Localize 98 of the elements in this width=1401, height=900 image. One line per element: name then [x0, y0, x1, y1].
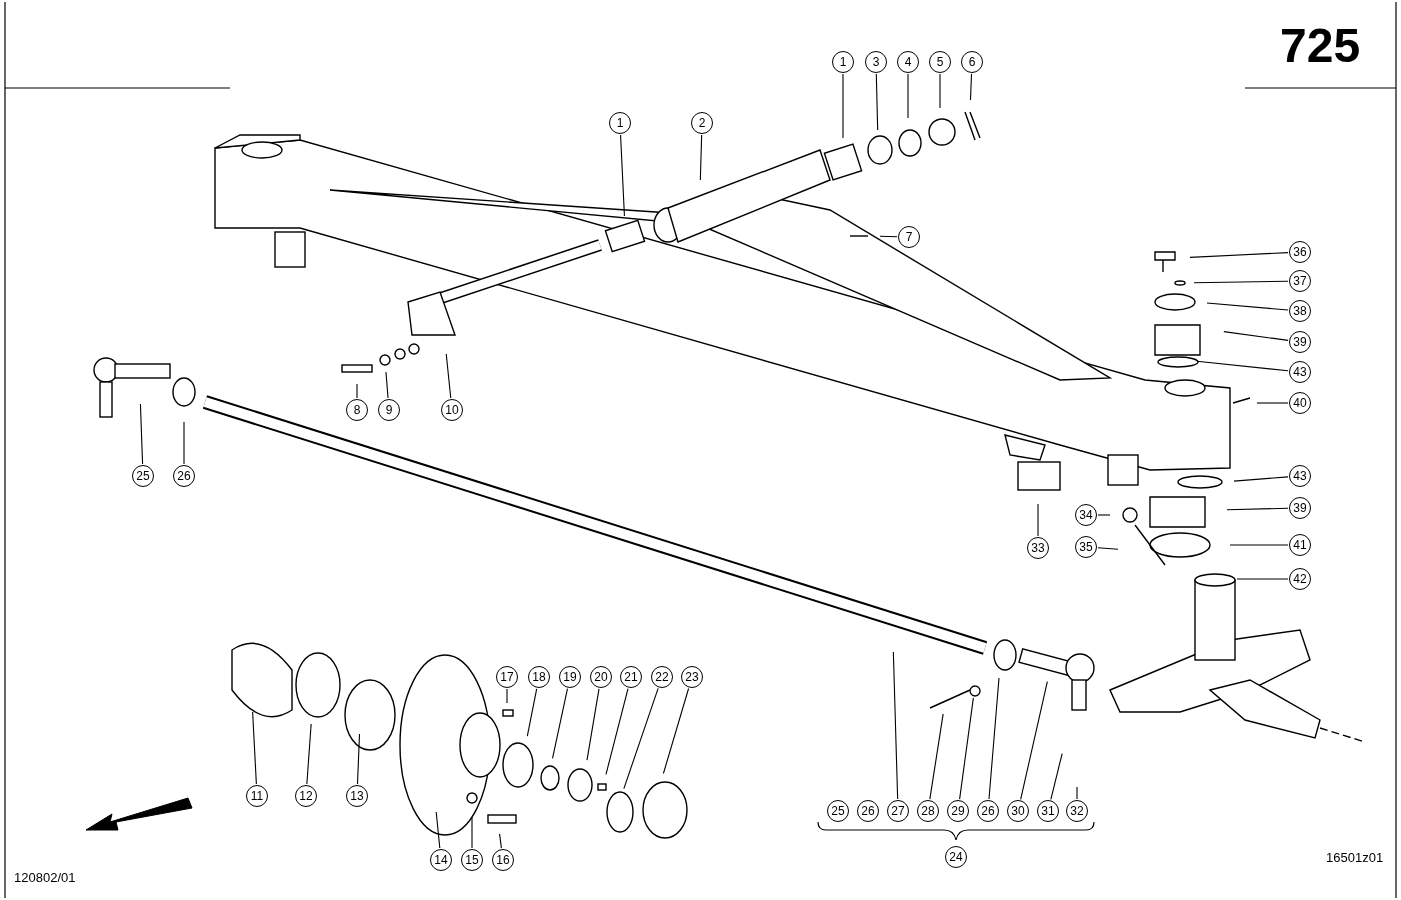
callout-number: 14	[430, 849, 452, 871]
callout-number: 42	[1289, 568, 1311, 590]
leader-line	[385, 371, 389, 399]
callout-number: 41	[1289, 534, 1311, 556]
callout-number: 31	[1037, 800, 1059, 822]
callout-number: 5	[929, 51, 951, 73]
leader-line	[471, 816, 473, 849]
callout-number: 20	[590, 666, 612, 688]
callout-number: 35	[1075, 536, 1097, 558]
leader-line	[1020, 681, 1048, 800]
leader-line	[586, 688, 600, 761]
callout-number: 12	[295, 785, 317, 807]
leader-line	[1097, 547, 1119, 550]
leader-line	[842, 73, 844, 139]
drawing-number: 120802/01	[14, 870, 76, 885]
leader-line	[356, 733, 361, 785]
callout-number: 19	[559, 666, 581, 688]
callout-number: 1	[832, 51, 854, 73]
leader-line	[1229, 544, 1289, 546]
leader-line	[252, 711, 257, 785]
callout-number: 2	[691, 112, 713, 134]
callout-number: 38	[1289, 300, 1311, 322]
leader-line	[699, 134, 703, 181]
callout-number: 26	[977, 800, 999, 822]
leader-line	[662, 687, 690, 775]
callout-number: 21	[620, 666, 642, 688]
leader-line	[435, 811, 441, 849]
callout-number: 15	[461, 849, 483, 871]
callout-number: 11	[246, 785, 268, 807]
callout-number: 16	[492, 849, 514, 871]
leader-line	[892, 651, 899, 800]
callout-number: 39	[1289, 497, 1311, 519]
leader-line	[1206, 302, 1289, 311]
callout-number: 33	[1027, 537, 1049, 559]
leader-line	[526, 688, 538, 737]
callout-number: 25	[132, 465, 154, 487]
leader-line	[969, 73, 973, 101]
leader-line	[1226, 507, 1289, 511]
leader-line	[875, 73, 879, 131]
leader-line	[1097, 514, 1111, 516]
callout-number: 25	[827, 800, 849, 822]
callout-number: 26	[173, 465, 195, 487]
leader-line	[1189, 252, 1289, 258]
leader-line	[620, 134, 625, 217]
callout-number: 29	[947, 800, 969, 822]
callout-number: 23	[681, 666, 703, 688]
leader-line	[1223, 331, 1289, 341]
leader-line	[1256, 402, 1289, 404]
callout-number: 26	[857, 800, 879, 822]
callout-number: 43	[1289, 465, 1311, 487]
leader-line	[605, 688, 629, 775]
callout-number: 40	[1289, 392, 1311, 414]
leader-line	[499, 833, 502, 849]
callout-number: 3	[865, 51, 887, 73]
callout-number: 10	[441, 399, 463, 421]
leader-line	[356, 383, 358, 399]
callout-number: 24	[945, 846, 967, 868]
leader-line	[139, 403, 144, 465]
leader-line	[1236, 578, 1289, 580]
leader-line	[1076, 786, 1078, 800]
callout-number: 34	[1075, 504, 1097, 526]
callout-number: 1	[609, 112, 631, 134]
callout-number: 18	[528, 666, 550, 688]
callout-number: 9	[378, 399, 400, 421]
leader-line	[623, 687, 659, 790]
leader-line	[907, 73, 909, 119]
callout-number: 36	[1289, 241, 1311, 263]
leader-line	[506, 688, 508, 704]
callout-number: 37	[1289, 270, 1311, 292]
callout-number: 43	[1289, 361, 1311, 383]
leader-line	[959, 697, 974, 800]
leader-line	[1233, 476, 1289, 482]
leader-line	[1193, 280, 1289, 284]
callout-number: 4	[897, 51, 919, 73]
leader-line	[929, 713, 944, 800]
callout-number: 27	[887, 800, 909, 822]
callout-number: 17	[496, 666, 518, 688]
page-number: 725	[1280, 18, 1361, 73]
callout-number: 28	[917, 800, 939, 822]
callout-number: 30	[1007, 800, 1029, 822]
callout-number: 32	[1066, 800, 1088, 822]
callout-number: 7	[898, 226, 920, 248]
leader-line	[1050, 753, 1063, 800]
callout-number: 13	[346, 785, 368, 807]
callout-number: 6	[961, 51, 983, 73]
leader-line	[988, 677, 1000, 800]
callout-number: 39	[1289, 331, 1311, 353]
callout-number: 8	[346, 399, 368, 421]
leader-line	[939, 73, 941, 109]
leader-line	[1196, 360, 1289, 372]
leader-line	[183, 421, 185, 465]
leader-line	[551, 688, 569, 759]
leader-line	[879, 235, 898, 238]
callout-number: 22	[651, 666, 673, 688]
leader-line	[445, 353, 452, 399]
leader-line	[1037, 503, 1039, 537]
leader-line	[306, 723, 312, 785]
drawing-number: 16501z01	[1326, 850, 1384, 865]
